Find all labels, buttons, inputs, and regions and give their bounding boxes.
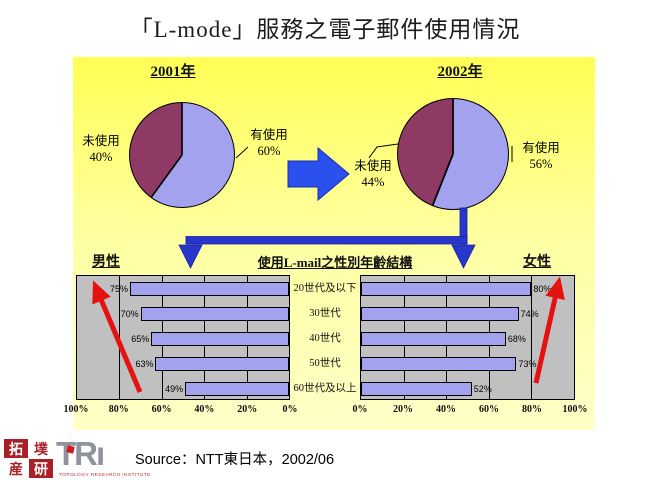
bar-row: 52% bbox=[361, 376, 574, 401]
age-category-label: 40世代 bbox=[309, 333, 341, 344]
logo-tri-letters: TRı bbox=[56, 435, 105, 472]
bar-row: 49% bbox=[77, 376, 289, 401]
source-text: Source：NTT東日本，2002/06 bbox=[135, 452, 335, 468]
age-category-label: 60世代及以上 bbox=[293, 383, 357, 394]
bar-row: 70% bbox=[77, 301, 289, 326]
bar-row: 68% bbox=[361, 326, 574, 351]
bar-value-label: 70% bbox=[120, 308, 139, 319]
bar-row: 75% bbox=[77, 276, 289, 301]
age-category-labels: 20世代及以下 30世代 40世代 50世代 60世代及以上 bbox=[291, 275, 359, 400]
value-bar bbox=[140, 307, 289, 321]
bar-chart-heading: 使用L-mail之性別年齡結構 bbox=[257, 255, 413, 270]
value-bar bbox=[361, 382, 472, 396]
pie-2002-used-name: 有使用 bbox=[522, 141, 560, 155]
chart-gridline bbox=[531, 276, 533, 399]
bar-row: 73% bbox=[361, 351, 574, 376]
pie-2002-unused-label: 未使用 44% bbox=[342, 158, 404, 190]
value-bar bbox=[361, 332, 506, 346]
axis-tick-label: 20% bbox=[237, 404, 258, 415]
axis-tick-label: 80% bbox=[108, 404, 129, 415]
pie-2002-unused-value: 44% bbox=[361, 175, 385, 189]
axis-tick-label: 60% bbox=[479, 404, 499, 415]
pie-2001-unused-name: 未使用 bbox=[82, 134, 120, 148]
bar-value-label: 74% bbox=[520, 308, 539, 319]
axis-tick-label: 40% bbox=[436, 404, 456, 415]
logo-character: 産 bbox=[4, 459, 28, 478]
pie-chart-2001 bbox=[129, 102, 235, 208]
logo-character-grid: 拓墣産研 bbox=[4, 439, 53, 478]
logo-character: 墣 bbox=[29, 439, 53, 458]
female-axis-ticks: 0% 20% 40% 60% 80% 100% bbox=[353, 404, 588, 418]
pie-2001-used-name: 有使用 bbox=[250, 128, 288, 142]
age-category-label: 50世代 bbox=[309, 358, 341, 369]
pie-2001-used-label: 有使用 60% bbox=[238, 127, 300, 159]
value-bar bbox=[151, 332, 289, 346]
bar-value-label: 73% bbox=[518, 358, 537, 369]
value-bar bbox=[361, 282, 532, 296]
axis-tick-label: 40% bbox=[194, 404, 215, 415]
axis-tick-label: 80% bbox=[522, 404, 542, 415]
pie-2002-used-label: 有使用 56% bbox=[510, 140, 572, 172]
pie-2001-unused-value: 40% bbox=[89, 150, 113, 164]
bar-row: 80% bbox=[361, 276, 574, 301]
axis-tick-label: 0% bbox=[282, 404, 298, 415]
bar-row: 65% bbox=[77, 326, 289, 351]
bar-row: 74% bbox=[361, 301, 574, 326]
pie-2002-unused-name: 未使用 bbox=[354, 159, 392, 173]
male-section-label: 男性 bbox=[92, 255, 120, 270]
logo-character: 拓 bbox=[4, 439, 28, 458]
axis-tick-label: 100% bbox=[562, 404, 588, 415]
axis-tick-label: 100% bbox=[63, 404, 89, 415]
logo-tagline: TOPOLOGY RESEARCH INSTITUTE bbox=[59, 473, 151, 478]
pie-2002-title: 2002年 bbox=[437, 64, 483, 80]
value-bar bbox=[155, 357, 289, 371]
value-bar bbox=[361, 307, 519, 321]
male-axis-ticks: 100% 80% 60% 40% 20% 0% bbox=[64, 404, 298, 418]
axis-tick-label: 0% bbox=[352, 404, 368, 415]
axis-tick-label: 20% bbox=[393, 404, 413, 415]
value-bar bbox=[185, 382, 289, 396]
bar-value-label: 65% bbox=[131, 333, 150, 344]
age-category-label: 30世代 bbox=[309, 308, 341, 319]
pie-2001-title: 2001年 bbox=[150, 64, 196, 80]
bar-row: 63% bbox=[77, 351, 289, 376]
male-bar-chart: 75% 70% 65% 63% 49% bbox=[76, 275, 290, 400]
bar-value-label: 63% bbox=[135, 358, 154, 369]
female-bar-chart: 80% 74% 68% 73% 52% bbox=[360, 275, 575, 400]
value-bar bbox=[130, 282, 289, 296]
tri-logo: 拓墣産研 TRı TOPOLOGY RESEARCH INSTITUTE bbox=[4, 435, 150, 479]
bar-value-label: 52% bbox=[473, 383, 492, 394]
pie-2001-unused-label: 未使用 40% bbox=[70, 133, 132, 165]
pie-2001-used-value: 60% bbox=[257, 144, 281, 158]
bar-value-label: 80% bbox=[533, 283, 552, 294]
bar-value-label: 49% bbox=[165, 383, 184, 394]
value-bar bbox=[361, 357, 517, 371]
logo-character: 研 bbox=[29, 459, 53, 478]
bar-value-label: 75% bbox=[109, 283, 128, 294]
bar-value-label: 68% bbox=[507, 333, 526, 344]
pie-chart-2002 bbox=[397, 98, 509, 210]
pie-2002-used-value: 56% bbox=[529, 157, 553, 171]
female-section-label: 女性 bbox=[523, 255, 551, 270]
slide-title: 「L-mode」服務之電子郵件使用情況 bbox=[129, 17, 521, 42]
axis-tick-label: 60% bbox=[151, 404, 172, 415]
age-category-label: 20世代及以下 bbox=[293, 283, 357, 294]
